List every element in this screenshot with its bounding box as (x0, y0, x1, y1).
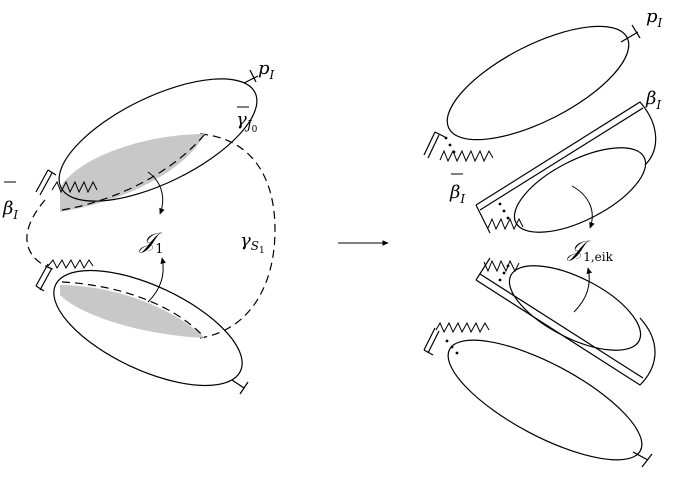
svg-text:βI: βI (2, 198, 18, 222)
lower-collinear-jet (53, 269, 243, 387)
right-bottom-wilson-line (423, 321, 490, 356)
lower-arrow-from-J1 (147, 257, 166, 303)
svg-text:βI: βI (449, 182, 465, 206)
lower-momentum-tick (239, 381, 249, 395)
right-bottom-momentum-tick (641, 453, 653, 468)
lower-momentum-line (231, 379, 245, 389)
label-J1-eik: 𝒥1,eik (567, 237, 614, 264)
label-p-I-right: pI (646, 6, 663, 30)
upper-collinear-jet (58, 78, 258, 202)
label-beta-bar-I-left: βI (2, 181, 18, 222)
lower-gluon-zigzag (47, 258, 94, 270)
right-lower-eikonal-jet (508, 265, 642, 351)
arrow-from-J1-eik (573, 267, 593, 313)
lower-overlap-dashed-edge (61, 281, 206, 339)
right-upper-eikonal-jet (513, 147, 647, 233)
right-diagram (423, 24, 657, 468)
lower-jet-overlap-shading (60, 285, 205, 338)
right-lower-eikonal-strip (475, 257, 656, 386)
right-upper-eikonal-strip (475, 101, 657, 234)
right-top-wilson-line (423, 131, 494, 163)
upper-gluon-zigzag (51, 180, 98, 194)
label-p-I-left: pI (258, 58, 275, 82)
right-bottom-jet (447, 339, 643, 461)
upper-momentum-tick (249, 69, 257, 83)
label-beta-I-right: βI (645, 88, 661, 112)
label-J1: 𝒥1 (139, 229, 163, 257)
upper-jet-overlap-shading (60, 134, 205, 212)
upper-overlap-dashed-edge (61, 133, 206, 211)
right-top-momentum-tick (631, 24, 641, 39)
label-beta-bar-I-right: βI (449, 173, 465, 206)
label-gamma-S1: γS1 (240, 230, 265, 256)
label-gamma-bar-J0: γJ0 (236, 106, 258, 135)
right-top-jet (446, 25, 630, 141)
left-diagram (26, 69, 276, 395)
svg-text:γJ0: γJ0 (236, 109, 258, 135)
arrow-to-J1-eik (571, 185, 595, 229)
upper-momentum-line (243, 75, 259, 84)
left-wilson-line-upper (35, 169, 98, 196)
right-bottom-momentum-line (632, 451, 649, 461)
right-top-momentum-line (620, 31, 639, 43)
left-wilson-line-lower (35, 258, 94, 292)
upper-arrow-to-J1 (147, 171, 165, 215)
